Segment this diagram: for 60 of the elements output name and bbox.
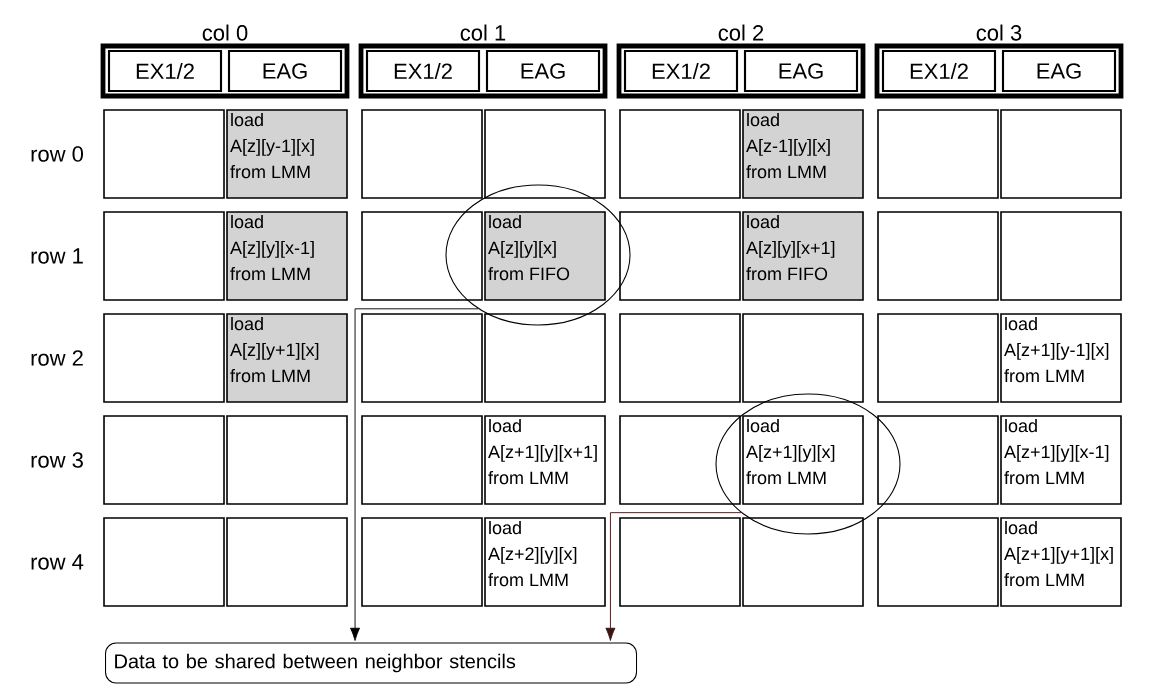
highlight-ellipse: [715, 393, 901, 535]
node-label: col 1: [460, 24, 506, 41]
cell-box: [619, 109, 741, 199]
cell-box: load A[z+1][y][x-1] from LMM: [1000, 415, 1122, 505]
cell-box: [103, 415, 225, 505]
cell-box: load A[z+1][y-1][x] from LMM: [1000, 313, 1122, 403]
header-box: EX1/2: [107, 49, 223, 93]
highlight-ellipse: [445, 184, 631, 326]
cell-box: [484, 109, 606, 199]
header-box: EX1/2: [365, 49, 481, 93]
node-label: col 2: [718, 24, 764, 41]
cell-box: [361, 517, 483, 607]
cell-box: [484, 313, 606, 403]
cell-box: [619, 313, 741, 403]
header-box: EAG: [485, 49, 601, 93]
row-label: row 1: [31, 248, 83, 264]
cell-box: [619, 415, 741, 505]
cell-box: [103, 211, 225, 301]
cell-box: [226, 517, 348, 607]
cell-box: load A[z][y-1][x] from LMM: [226, 109, 348, 199]
cell-box: [103, 517, 225, 607]
header-box: EAG: [227, 49, 343, 93]
header-box: EAG: [743, 49, 859, 93]
cell-box: [619, 517, 741, 607]
cell-box: [361, 313, 483, 403]
header-box: EAG: [1001, 49, 1117, 93]
cell-box: [877, 415, 999, 505]
header-box: EX1/2: [623, 49, 739, 93]
header-box: EX1/2: [881, 49, 997, 93]
cell-box: load A[z+1][y][x+1] from LMM: [484, 415, 606, 505]
cell-box: load A[z+2][y][x] from LMM: [484, 517, 606, 607]
row-label: row 4: [31, 554, 84, 570]
cell-box: [877, 109, 999, 199]
node-label: col 3: [976, 24, 1022, 41]
cell-box: [103, 109, 225, 199]
row-label: row 0: [31, 146, 83, 162]
row-label: row 2: [31, 350, 83, 366]
cell-box: load A[z][y][x+1] from FIFO: [742, 211, 864, 301]
cell-box: [361, 109, 483, 199]
arrow: [605, 512, 742, 641]
arrow: [350, 308, 479, 641]
cell-box: [103, 313, 225, 403]
cell-box: load A[z][y+1][x] from LMM: [226, 313, 348, 403]
cell-box: [361, 415, 483, 505]
cell-box: [619, 211, 741, 301]
cell-box: [877, 517, 999, 607]
cell-box: [877, 313, 999, 403]
cell-box: [1000, 211, 1122, 301]
row-label: row 3: [31, 452, 83, 468]
cell-box: [877, 211, 999, 301]
cell-box: [742, 517, 864, 607]
cell-box: load A[z+1][y+1][x] from LMM: [1000, 517, 1122, 607]
cell-box: [1000, 109, 1122, 199]
cell-box: [226, 415, 348, 505]
note-box: Data to be shared between neighbor stencils: [104, 642, 638, 684]
node-label: col 0: [202, 24, 248, 41]
cell-box: [742, 313, 864, 403]
cell-box: [361, 211, 483, 301]
cell-box: load A[z][y][x-1] from LMM: [226, 211, 348, 301]
cell-box: load A[z-1][y][x] from LMM: [742, 109, 864, 199]
